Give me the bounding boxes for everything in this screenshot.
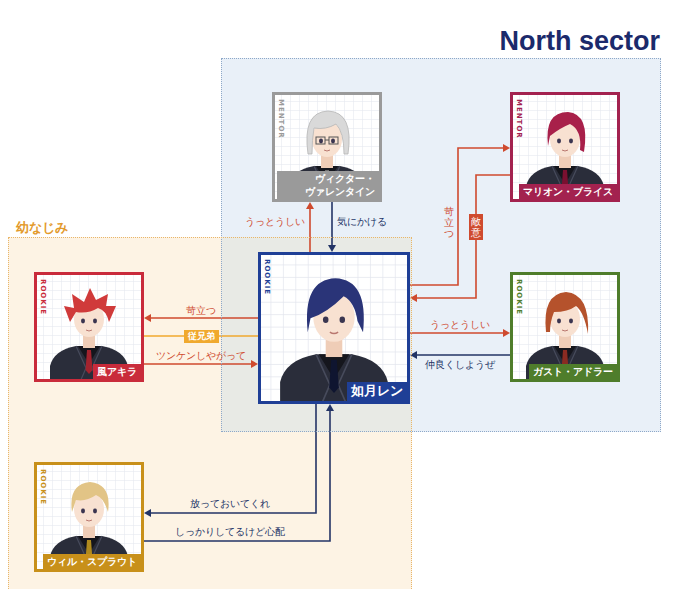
portrait bbox=[510, 272, 620, 382]
role-tag: ROOKIE bbox=[515, 279, 523, 315]
arrow-head bbox=[251, 360, 258, 368]
region-heading: North sector bbox=[499, 27, 660, 55]
relation-line bbox=[144, 363, 251, 365]
card-ground bbox=[272, 92, 382, 202]
relation-label: 仲良くしようぜ bbox=[425, 359, 495, 370]
hair bbox=[545, 292, 588, 334]
character-card: ROOKIE 如月レン bbox=[258, 252, 410, 404]
hair bbox=[307, 111, 349, 154]
relation-line bbox=[151, 404, 316, 513]
hair bbox=[547, 112, 585, 152]
arrow-head bbox=[326, 404, 334, 411]
relation-label: しっかりしてるけど心配 bbox=[175, 526, 285, 537]
tie bbox=[329, 360, 339, 393]
portrait bbox=[258, 252, 410, 404]
card-ground bbox=[258, 252, 410, 404]
character-card: MENTOR ヴィクター・ ヴァレンタイン bbox=[272, 92, 382, 202]
glasses bbox=[316, 137, 338, 144]
relation-arrow bbox=[410, 175, 510, 302]
relation-arrow bbox=[410, 144, 510, 285]
hair bbox=[307, 278, 364, 332]
relation-line bbox=[331, 202, 333, 245]
relation-label: 気にかける bbox=[337, 216, 387, 227]
character-card: MENTOR マリオン・ブライス bbox=[510, 92, 620, 202]
card-grid bbox=[272, 92, 382, 202]
relation-line bbox=[151, 317, 258, 319]
character-name: 風アキラ bbox=[93, 364, 141, 379]
relation-line bbox=[410, 148, 503, 285]
arrow-head bbox=[144, 509, 151, 517]
role-tag: ROOKIE bbox=[39, 469, 47, 505]
relation-label: ツンケンしやがって bbox=[156, 350, 246, 361]
relation-label: 敵意 bbox=[469, 214, 483, 240]
relation-line bbox=[417, 354, 510, 356]
character-card: ROOKIE ウィル・スプラウト bbox=[34, 462, 144, 572]
relation-arrow bbox=[410, 329, 510, 337]
portrait bbox=[272, 92, 382, 202]
character-card: ROOKIE ガスト・アドラー bbox=[510, 272, 620, 382]
group-fill bbox=[8, 237, 412, 589]
hair bbox=[64, 288, 116, 322]
relation-arrow bbox=[306, 202, 314, 252]
card-grid bbox=[510, 92, 620, 202]
relation-arrow bbox=[144, 360, 258, 368]
arrow-head bbox=[306, 202, 314, 209]
relation-arrow bbox=[328, 202, 336, 252]
card-grid bbox=[34, 272, 144, 382]
relation-arrow bbox=[144, 404, 334, 541]
hair bbox=[71, 482, 108, 512]
region-heading: 幼なじみ bbox=[16, 220, 68, 235]
relation-line bbox=[417, 175, 510, 298]
character-name: ガスト・アドラー bbox=[529, 364, 617, 379]
shirt bbox=[86, 350, 93, 374]
character-name: ヴィクター・ ヴァレンタイン bbox=[277, 171, 379, 199]
card-ground bbox=[34, 272, 144, 382]
role-tag: ROOKIE bbox=[39, 279, 47, 315]
arrow-head bbox=[144, 314, 151, 322]
character-card: ROOKIE 風アキラ bbox=[34, 272, 144, 382]
relation-label: 放っておいてくれ bbox=[190, 498, 270, 509]
arrow-head bbox=[503, 144, 510, 152]
portrait bbox=[510, 92, 620, 202]
character-name: ウィル・スプラウト bbox=[43, 554, 141, 569]
arrow-head bbox=[503, 329, 510, 337]
sector-region: North sectorMENTORヴィクター・ ヴァレンタインMENTORマリ… bbox=[221, 58, 661, 432]
card-grid bbox=[34, 462, 144, 572]
relation-label: 苛立つ bbox=[186, 305, 216, 316]
relation-line bbox=[410, 332, 503, 334]
relation-line bbox=[309, 209, 311, 252]
relation-label: 苛立つ bbox=[444, 206, 454, 239]
card-grid bbox=[258, 252, 410, 404]
role-tag: MENTOR bbox=[515, 99, 523, 139]
role-tag: MENTOR bbox=[277, 99, 285, 139]
sector-fill bbox=[221, 58, 661, 432]
card-ground bbox=[510, 272, 620, 382]
relation-line bbox=[144, 411, 330, 541]
relation-label: うっとうしい bbox=[245, 216, 305, 227]
relation-arrow bbox=[144, 404, 316, 517]
role-tag: ROOKIE bbox=[263, 259, 271, 295]
relation-label: 従兄弟 bbox=[184, 330, 219, 343]
character-name: 如月レン bbox=[347, 382, 407, 401]
arrow-head bbox=[328, 245, 336, 252]
relation-label: うっとうしい bbox=[430, 319, 490, 330]
card-ground bbox=[510, 92, 620, 202]
card-ground bbox=[34, 462, 144, 572]
portrait bbox=[34, 462, 144, 572]
portrait bbox=[34, 272, 144, 382]
relation-arrow bbox=[410, 351, 510, 359]
overlap-fill bbox=[221, 237, 412, 432]
character-name: マリオン・ブライス bbox=[519, 184, 617, 199]
card-grid bbox=[510, 272, 620, 382]
